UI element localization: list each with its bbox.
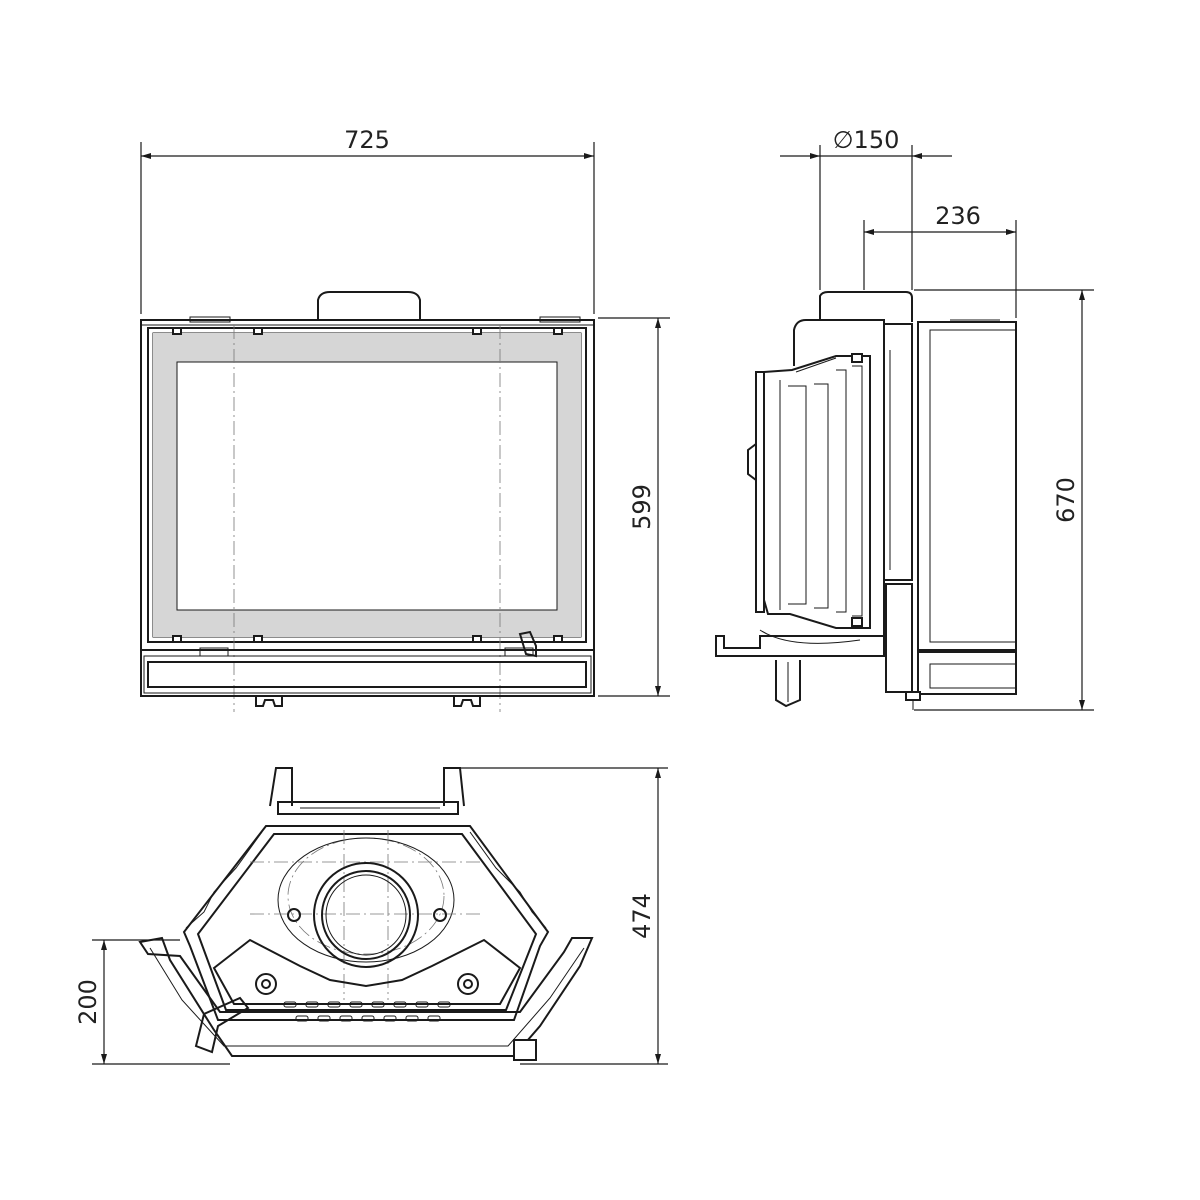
dim-side-height: 670: [914, 289, 1094, 711]
dim-front-height-label: 599: [628, 484, 656, 530]
dim-front-height: 599: [598, 317, 670, 697]
dim-side-height-label: 670: [1052, 477, 1080, 523]
front-view: [140, 291, 595, 712]
dim-side-offset-label: 236: [935, 202, 981, 230]
dim-front-width: 725: [140, 126, 595, 314]
dim-flue-diameter-label: ∅150: [833, 126, 900, 154]
dim-top-depth-label: 474: [628, 893, 656, 939]
dim-top-depth: 474: [454, 767, 668, 1065]
dim-top-front-depth: 200: [74, 939, 230, 1065]
dim-side-offset: 236: [863, 202, 1017, 318]
dim-flue-diameter: ∅150: [780, 126, 952, 290]
top-view: [138, 767, 594, 1061]
dim-top-front-depth-label: 200: [74, 979, 102, 1025]
dim-front-width-label: 725: [344, 126, 390, 154]
side-view: [715, 291, 1017, 710]
